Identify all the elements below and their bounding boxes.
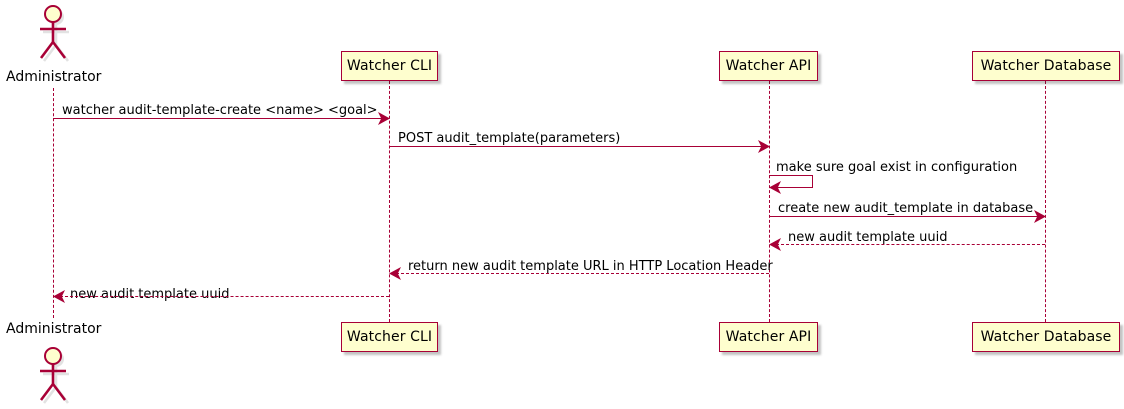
arrowhead-left-7 xyxy=(53,290,65,303)
lifeline-watcher-api xyxy=(769,81,770,322)
participant-watcher-cli-top[interactable]: Watcher CLI xyxy=(341,51,438,81)
arrowhead-right-1 xyxy=(378,112,390,125)
message-line-2 xyxy=(389,146,762,147)
message-line-1 xyxy=(53,118,382,119)
actor-administrator-bottom xyxy=(31,345,75,404)
participant-watcher-cli-bottom[interactable]: Watcher CLI xyxy=(341,322,438,352)
message-label-7: new audit template uuid xyxy=(70,287,230,302)
lifeline-watcher-database xyxy=(1045,81,1046,322)
message-label-5: new audit template uuid xyxy=(788,230,948,245)
participant-watcher-database-top[interactable]: Watcher Database xyxy=(972,51,1120,81)
arrowhead-left-6 xyxy=(389,267,401,280)
arrowhead-left-5 xyxy=(769,238,781,251)
message-label-2: POST audit_template(parameters) xyxy=(398,131,621,146)
arrowhead-right-4 xyxy=(1034,210,1046,223)
actor-label-administrator-top: Administrator xyxy=(6,69,102,85)
message-label-4: create new audit_template in database xyxy=(778,201,1034,216)
participant-label-watcher-api-bottom: Watcher API xyxy=(725,329,812,345)
lifeline-administrator xyxy=(53,88,54,318)
participant-label-watcher-cli-top: Watcher CLI xyxy=(346,58,433,74)
self-message-loop-3 xyxy=(769,175,813,188)
participant-label-watcher-database-top: Watcher Database xyxy=(980,58,1112,74)
message-line-5 xyxy=(776,244,1045,245)
message-line-7 xyxy=(60,296,389,297)
message-label-1: watcher audit-template-create <name> <go… xyxy=(62,103,378,118)
arrowhead-left-3 xyxy=(769,181,781,194)
message-line-6 xyxy=(396,273,769,274)
message-label-3: make sure goal exist in configuration xyxy=(776,160,1018,175)
arrowhead-right-2 xyxy=(758,140,770,153)
message-line-4 xyxy=(769,216,1038,217)
message-label-6: return new audit template URL in HTTP Lo… xyxy=(408,259,773,274)
actor-label-administrator-bottom: Administrator xyxy=(6,321,102,337)
participant-label-watcher-database-bottom: Watcher Database xyxy=(980,329,1112,345)
actor-administrator-top xyxy=(31,3,75,62)
participant-label-watcher-api-top: Watcher API xyxy=(725,58,812,74)
lifeline-watcher-cli xyxy=(389,81,390,322)
participant-watcher-api-top[interactable]: Watcher API xyxy=(719,51,818,81)
participant-watcher-database-bottom[interactable]: Watcher Database xyxy=(972,322,1120,352)
participant-watcher-api-bottom[interactable]: Watcher API xyxy=(719,322,818,352)
participant-label-watcher-cli-bottom: Watcher CLI xyxy=(346,329,433,345)
